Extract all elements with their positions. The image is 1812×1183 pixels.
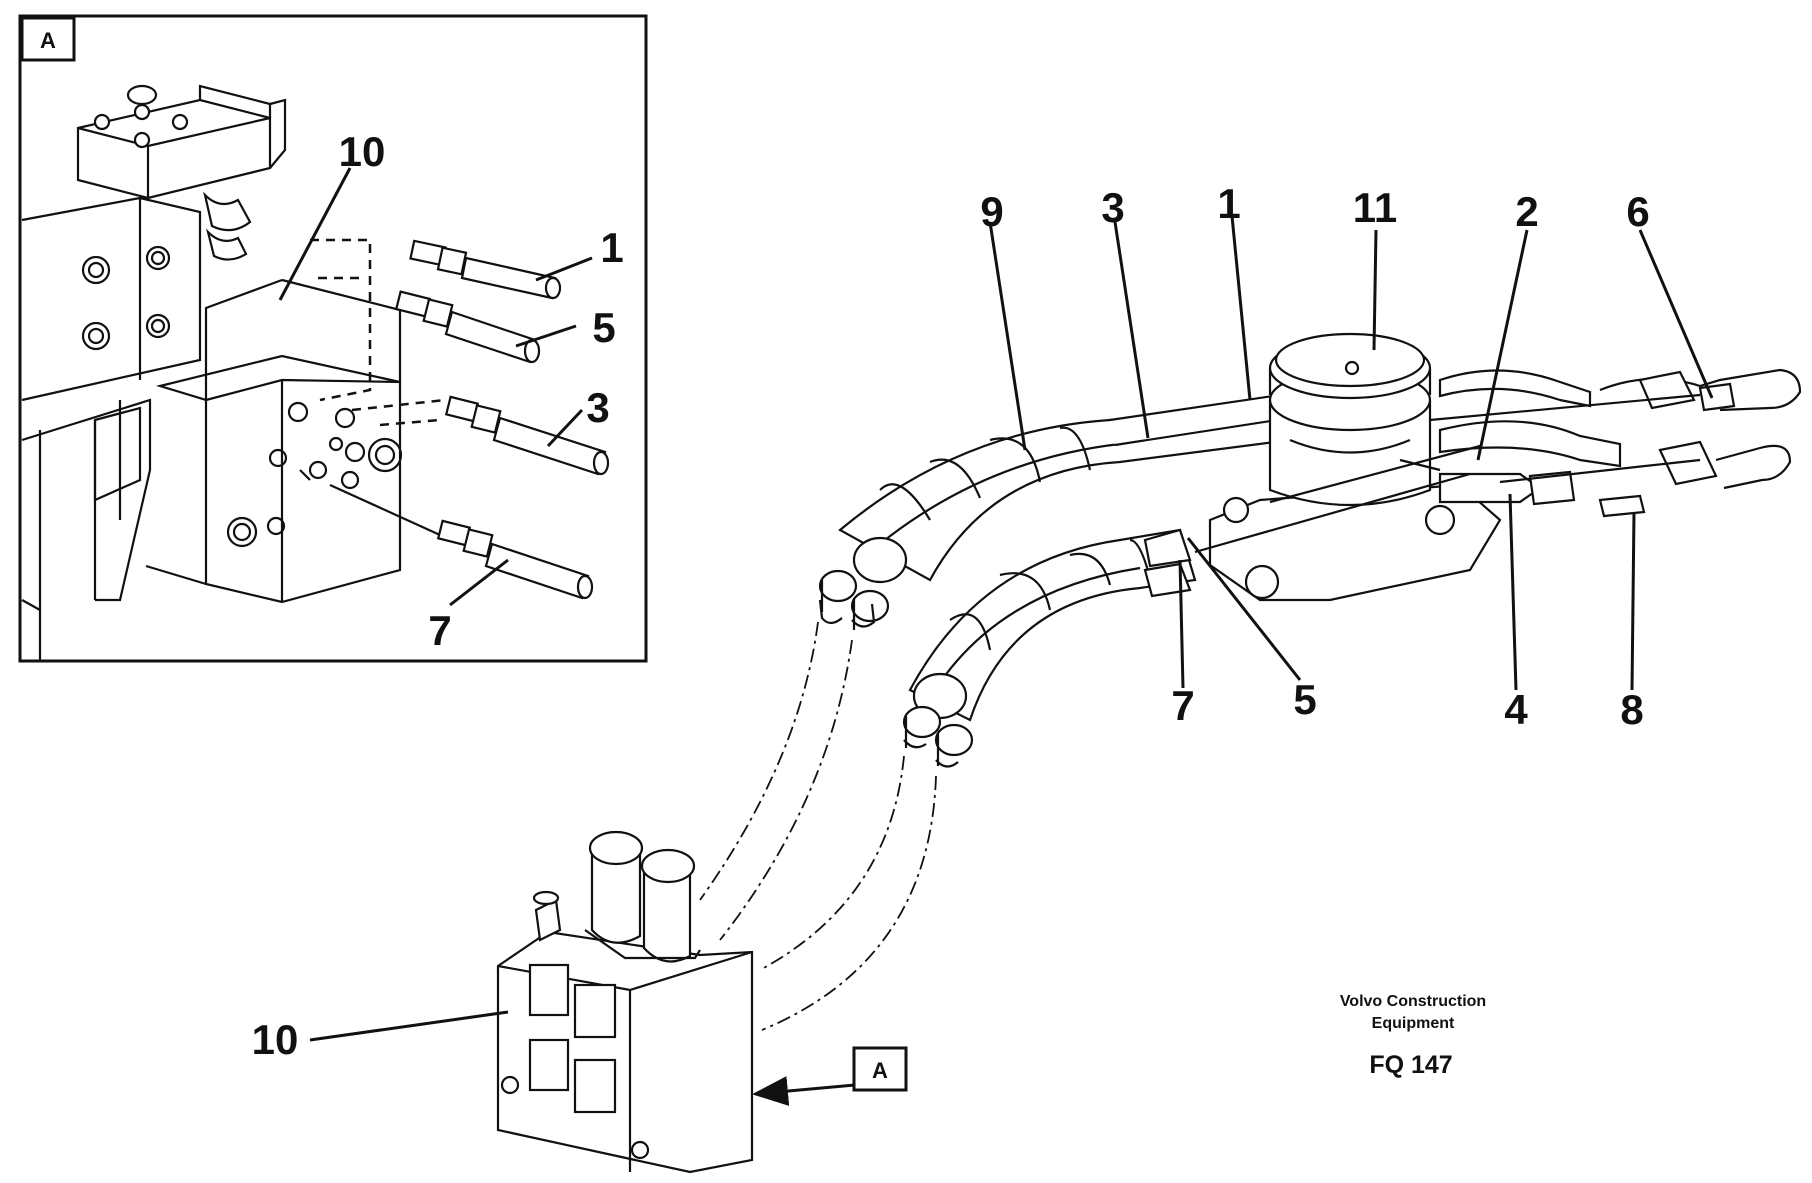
inset-hose-3 (444, 395, 610, 476)
callout-8: 8 (1620, 686, 1643, 733)
credit-line-2: Equipment (1372, 1015, 1455, 1032)
credit-block: Volvo Construction Equipment FQ 147 (1340, 993, 1486, 1079)
inset-valve-block (155, 278, 403, 604)
callout-6: 6 (1626, 188, 1649, 235)
inset-callout-10: 10 (339, 128, 386, 175)
credit-line-1: Volvo Construction (1340, 993, 1486, 1010)
callout-7: 7 (1171, 682, 1194, 729)
inset-callout-1: 1 (600, 224, 623, 271)
inset-dash-1 (310, 238, 372, 402)
right-fittings (1399, 368, 1802, 518)
callout-10: 10 (252, 1016, 299, 1063)
view-ref-box (852, 1046, 908, 1092)
inset-hose-5 (394, 290, 541, 364)
inset-callout-5: 5 (592, 304, 615, 351)
figure-code: FQ 147 (1369, 1051, 1452, 1079)
inset-callout-7: 7 (428, 607, 451, 654)
main-assembly: 9 3 1 11 2 6 7 5 4 8 10 A (252, 180, 1802, 1174)
routing-line-4 (761, 775, 937, 1031)
callout-5: 5 (1293, 676, 1316, 723)
inset-callout-3: 3 (586, 384, 609, 431)
callout-11: 11 (1353, 184, 1397, 231)
inset-top-valve (76, 84, 287, 261)
inset-frame (18, 14, 648, 663)
routing-line-2 (719, 639, 853, 941)
inset-line-7 (329, 483, 441, 537)
swivel-unit (1208, 332, 1502, 602)
inset-label-box (20, 16, 76, 62)
routing-line-1 (699, 621, 819, 901)
callout-1: 1 (1217, 180, 1240, 227)
view-ref-label: A (872, 1058, 888, 1083)
routing-line-3 (759, 755, 905, 971)
control-valve (496, 830, 754, 1174)
callout-4: 4 (1504, 686, 1528, 733)
callout-2: 2 (1515, 188, 1538, 235)
callout-9: 9 (980, 188, 1003, 235)
inset-dash-3b (379, 418, 441, 427)
inset-hose-7 (436, 519, 594, 600)
inset-view-a: A (18, 14, 648, 663)
hose-bundle-lower (902, 528, 1197, 768)
inset-view-label: A (40, 28, 56, 53)
inset-frame-structure (21, 196, 202, 660)
inset-hose-1 (409, 239, 562, 300)
callout-3: 3 (1101, 184, 1124, 231)
